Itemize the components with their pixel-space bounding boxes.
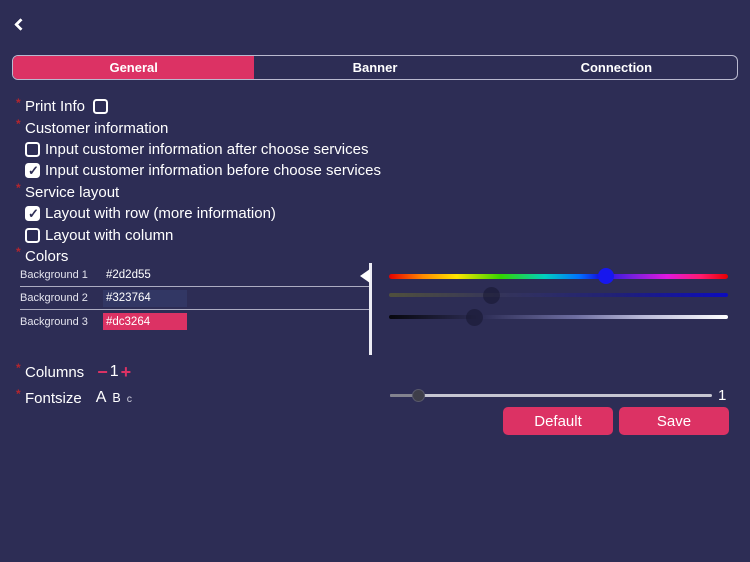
customer-info-before-row: * Input customer information before choo…	[16, 160, 436, 181]
print-info-label: Print Info	[25, 98, 86, 116]
picker-separator-line	[369, 263, 372, 355]
columns-stepper: − 1 +	[97, 362, 131, 383]
required-mark: *	[16, 361, 21, 375]
save-button[interactable]: Save	[619, 407, 729, 435]
customer-info-before-label: Input customer information before choose…	[45, 162, 381, 180]
print-info-checkbox[interactable]	[93, 99, 109, 115]
default-button[interactable]: Default	[503, 407, 613, 435]
fontsize-slider-fill	[390, 394, 419, 397]
customer-info-before-checkbox[interactable]	[25, 163, 40, 179]
saturation-slider-track[interactable]	[389, 293, 728, 297]
columns-label: Columns	[25, 363, 85, 381]
layout-row-label: Layout with row (more information)	[45, 205, 276, 223]
fontsize-slider	[390, 388, 712, 402]
layout-row-option: * Layout with row (more information)	[16, 203, 436, 224]
background-2-row: Background 2 #323764	[20, 287, 371, 311]
general-settings-form: * Print Info * Customer information * In…	[16, 96, 436, 267]
customer-info-after-checkbox[interactable]	[25, 141, 40, 157]
layout-row-checkbox[interactable]	[25, 206, 40, 222]
color-picker-panel	[389, 263, 728, 363]
misc-settings: * Columns − 1 + * Fontsize A B c	[16, 359, 316, 411]
background-3-name: Background 3	[20, 315, 88, 328]
brightness-slider-thumb[interactable]	[465, 309, 483, 326]
fontsize-slider-track[interactable]	[390, 394, 712, 397]
back-button[interactable]	[10, 14, 34, 38]
customer-information-header: * Customer information	[16, 117, 436, 138]
columns-value: 1	[109, 363, 119, 380]
required-mark: *	[16, 387, 21, 401]
required-mark: *	[16, 245, 21, 260]
service-layout-header: * Service layout	[16, 181, 436, 203]
colors-header: * Colors	[16, 245, 436, 267]
layout-column-option: * Layout with column	[16, 224, 436, 245]
settings-tabbar: General Banner Connection	[12, 55, 738, 80]
fontsize-slider-thumb[interactable]	[411, 389, 425, 402]
saturation-slider-thumb[interactable]	[482, 287, 500, 304]
background-2-swatch[interactable]: #323764	[103, 289, 187, 307]
hue-slider-thumb[interactable]	[597, 268, 614, 284]
background-2-name: Background 2	[20, 292, 88, 305]
columns-increment-button[interactable]: +	[120, 361, 132, 382]
hue-slider-track[interactable]	[389, 274, 728, 279]
selected-row-pointer-icon	[360, 269, 370, 283]
background-1-name: Background 1	[20, 269, 88, 282]
service-layout-label: Service layout	[25, 183, 120, 201]
customer-info-after-label: Input customer information after choose …	[45, 140, 369, 158]
required-mark: *	[16, 95, 21, 110]
background-1-row: Background 1 #2d2d55	[20, 264, 371, 288]
layout-column-checkbox[interactable]	[25, 227, 40, 243]
columns-decrement-button[interactable]: −	[97, 361, 108, 382]
colors-label: Colors	[25, 247, 69, 265]
print-info-row: * Print Info	[16, 96, 436, 117]
brightness-slider-track[interactable]	[389, 315, 728, 319]
tab-banner[interactable]: Banner	[352, 60, 398, 75]
fontsize-letter-medium[interactable]: B	[112, 391, 121, 405]
background-colors-table: Background 1 #2d2d55 Background 2 #32376…	[20, 264, 371, 334]
fontsize-label: Fontsize	[25, 389, 82, 407]
background-1-swatch[interactable]: #2d2d55	[103, 266, 187, 284]
fontsize-preview: A B c	[96, 389, 132, 407]
chevron-left-icon	[14, 18, 27, 31]
layout-column-label: Layout with column	[45, 226, 174, 244]
customer-info-after-row: * Input customer information after choos…	[16, 139, 436, 160]
columns-row: * Columns − 1 +	[16, 359, 316, 385]
required-mark: *	[16, 181, 21, 196]
customer-information-label: Customer information	[25, 119, 169, 137]
tab-general[interactable]: General	[13, 56, 255, 79]
required-mark: *	[16, 117, 21, 132]
background-3-row: Background 3 #dc3264	[20, 310, 371, 333]
tab-connection[interactable]: Connection	[580, 60, 653, 75]
fontsize-slider-value: 1	[718, 387, 727, 404]
background-3-swatch[interactable]: #dc3264	[103, 313, 187, 331]
fontsize-row: * Fontsize A B c	[16, 385, 316, 411]
fontsize-letter-small[interactable]: c	[126, 393, 132, 405]
fontsize-letter-large[interactable]: A	[95, 389, 107, 406]
